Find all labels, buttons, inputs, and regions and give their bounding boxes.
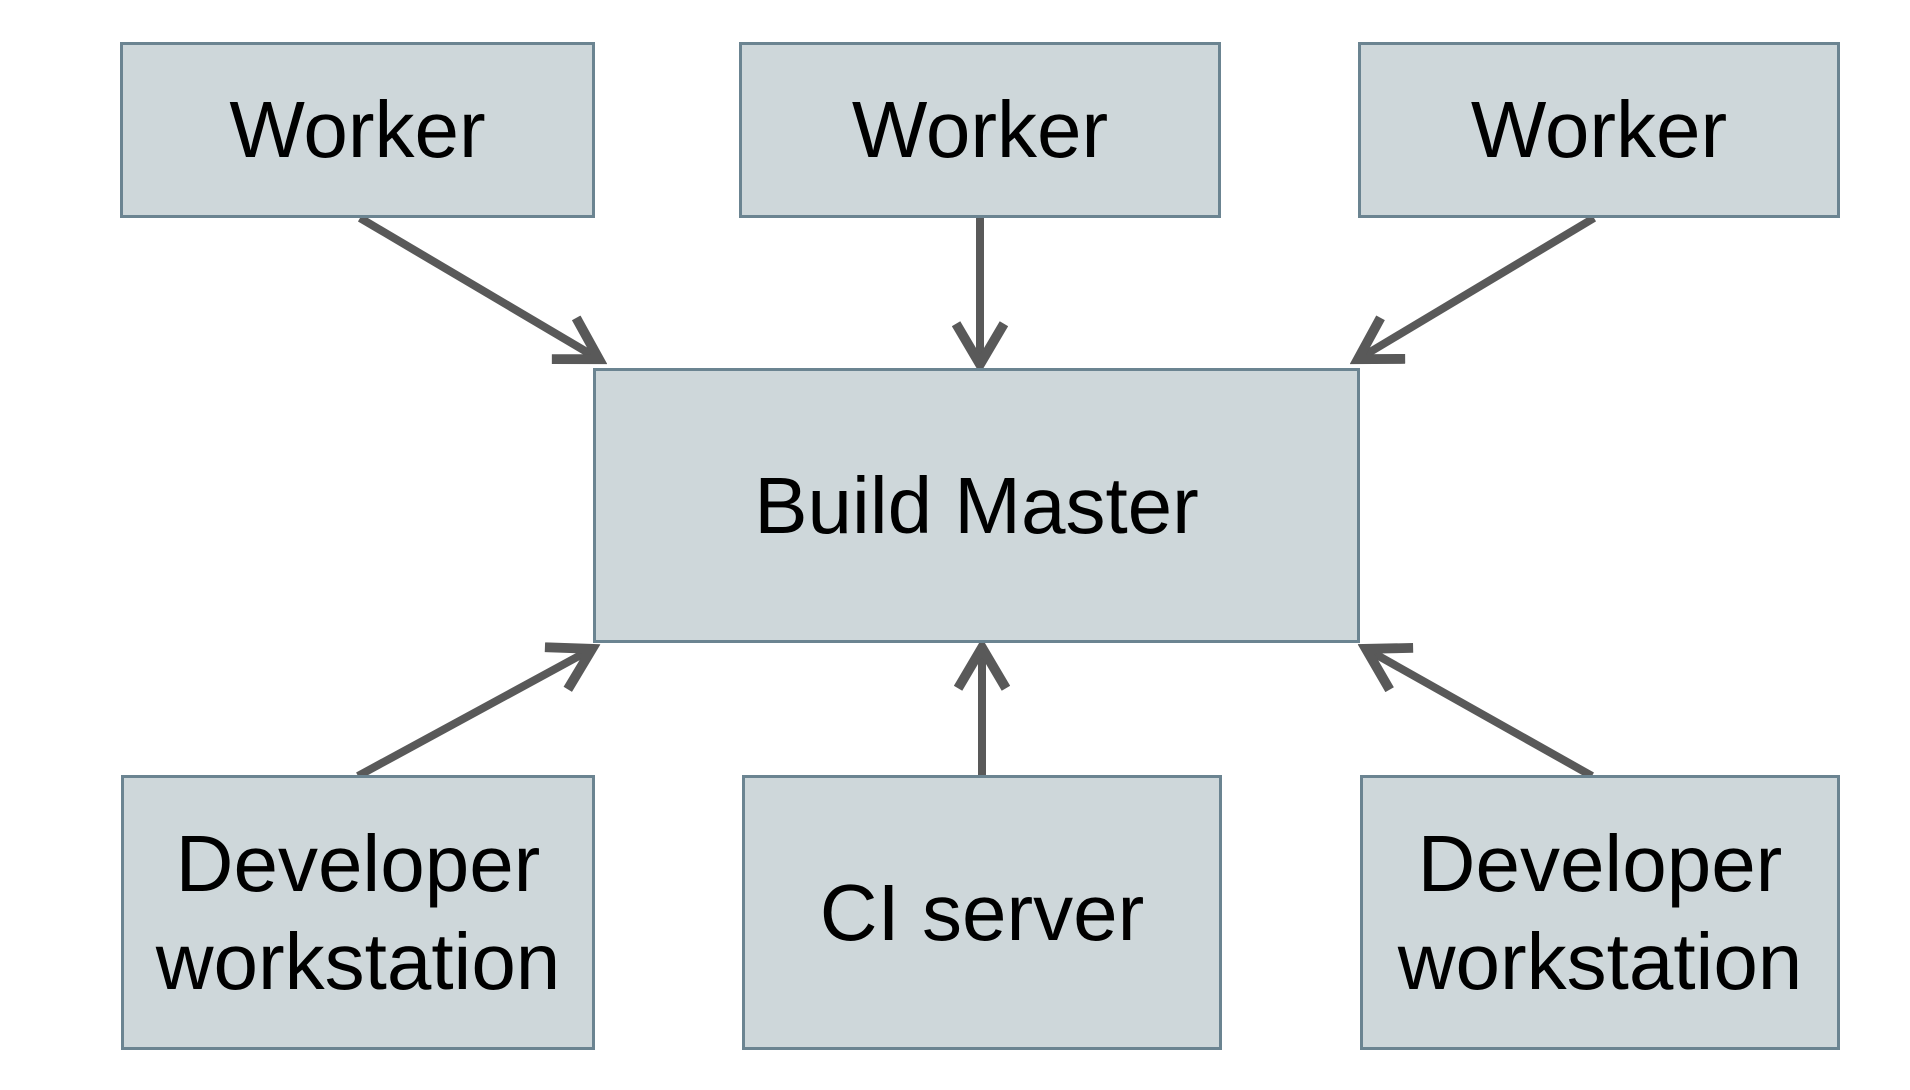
node-worker-3: Worker	[1358, 42, 1840, 218]
node-worker-1: Worker	[120, 42, 595, 218]
arrow-worker3-to-buildmaster	[1360, 214, 1597, 358]
node-developer-workstation-left-label: Developer workstation	[155, 818, 561, 1006]
node-worker-2-label: Worker	[851, 85, 1109, 175]
node-ci-server: CI server	[742, 775, 1222, 1050]
node-ci-server-label: CI server	[819, 867, 1145, 957]
arrow-worker1-to-buildmaster	[357, 214, 597, 358]
node-developer-workstation-right: Developer workstation	[1360, 775, 1840, 1050]
node-worker-2: Worker	[739, 42, 1221, 218]
node-worker-1-label: Worker	[229, 85, 486, 175]
arrow-devws-left-to-buildmaster	[356, 650, 590, 780]
node-developer-workstation-right-label: Developer workstation	[1397, 818, 1803, 1006]
node-build-master: Build Master	[593, 368, 1360, 643]
node-developer-workstation-left: Developer workstation	[121, 775, 595, 1050]
node-worker-3-label: Worker	[1470, 85, 1728, 175]
node-build-master-label: Build Master	[754, 460, 1199, 550]
arrow-devws-right-to-buildmaster	[1368, 650, 1594, 780]
